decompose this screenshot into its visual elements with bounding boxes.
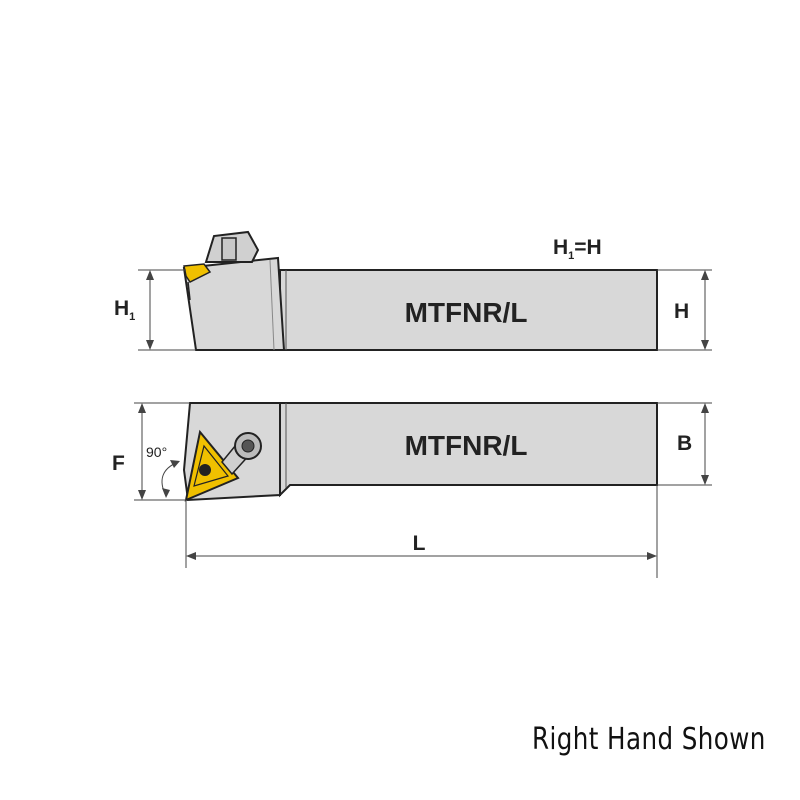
f-label: F bbox=[112, 452, 125, 475]
insert-screw-icon bbox=[199, 464, 211, 476]
angle-label: 90° bbox=[146, 444, 167, 460]
h-label: H bbox=[674, 300, 689, 323]
top-clamp bbox=[204, 230, 260, 263]
side-insert bbox=[184, 429, 240, 502]
h1-label: H1 bbox=[114, 297, 135, 323]
right-hand-shown-note: Right Hand Shown bbox=[532, 722, 766, 757]
top-insert bbox=[183, 263, 212, 283]
top-shank bbox=[279, 269, 658, 351]
top-model-label: MTFNR/L bbox=[405, 297, 528, 328]
clamp-screw-icon bbox=[221, 432, 262, 476]
l-label: L bbox=[413, 532, 426, 555]
tool-holder-diagram: H1 H H1=H MTFNR/L F bbox=[112, 230, 712, 578]
h1-equals-h-label: H1=H bbox=[553, 236, 602, 262]
side-model-label: MTFNR/L bbox=[405, 430, 528, 461]
b-label: B bbox=[677, 432, 692, 455]
side-view: F 90° B L MTFNR/L bbox=[112, 402, 712, 578]
top-view: H1 H H1=H MTFNR/L bbox=[114, 230, 712, 351]
